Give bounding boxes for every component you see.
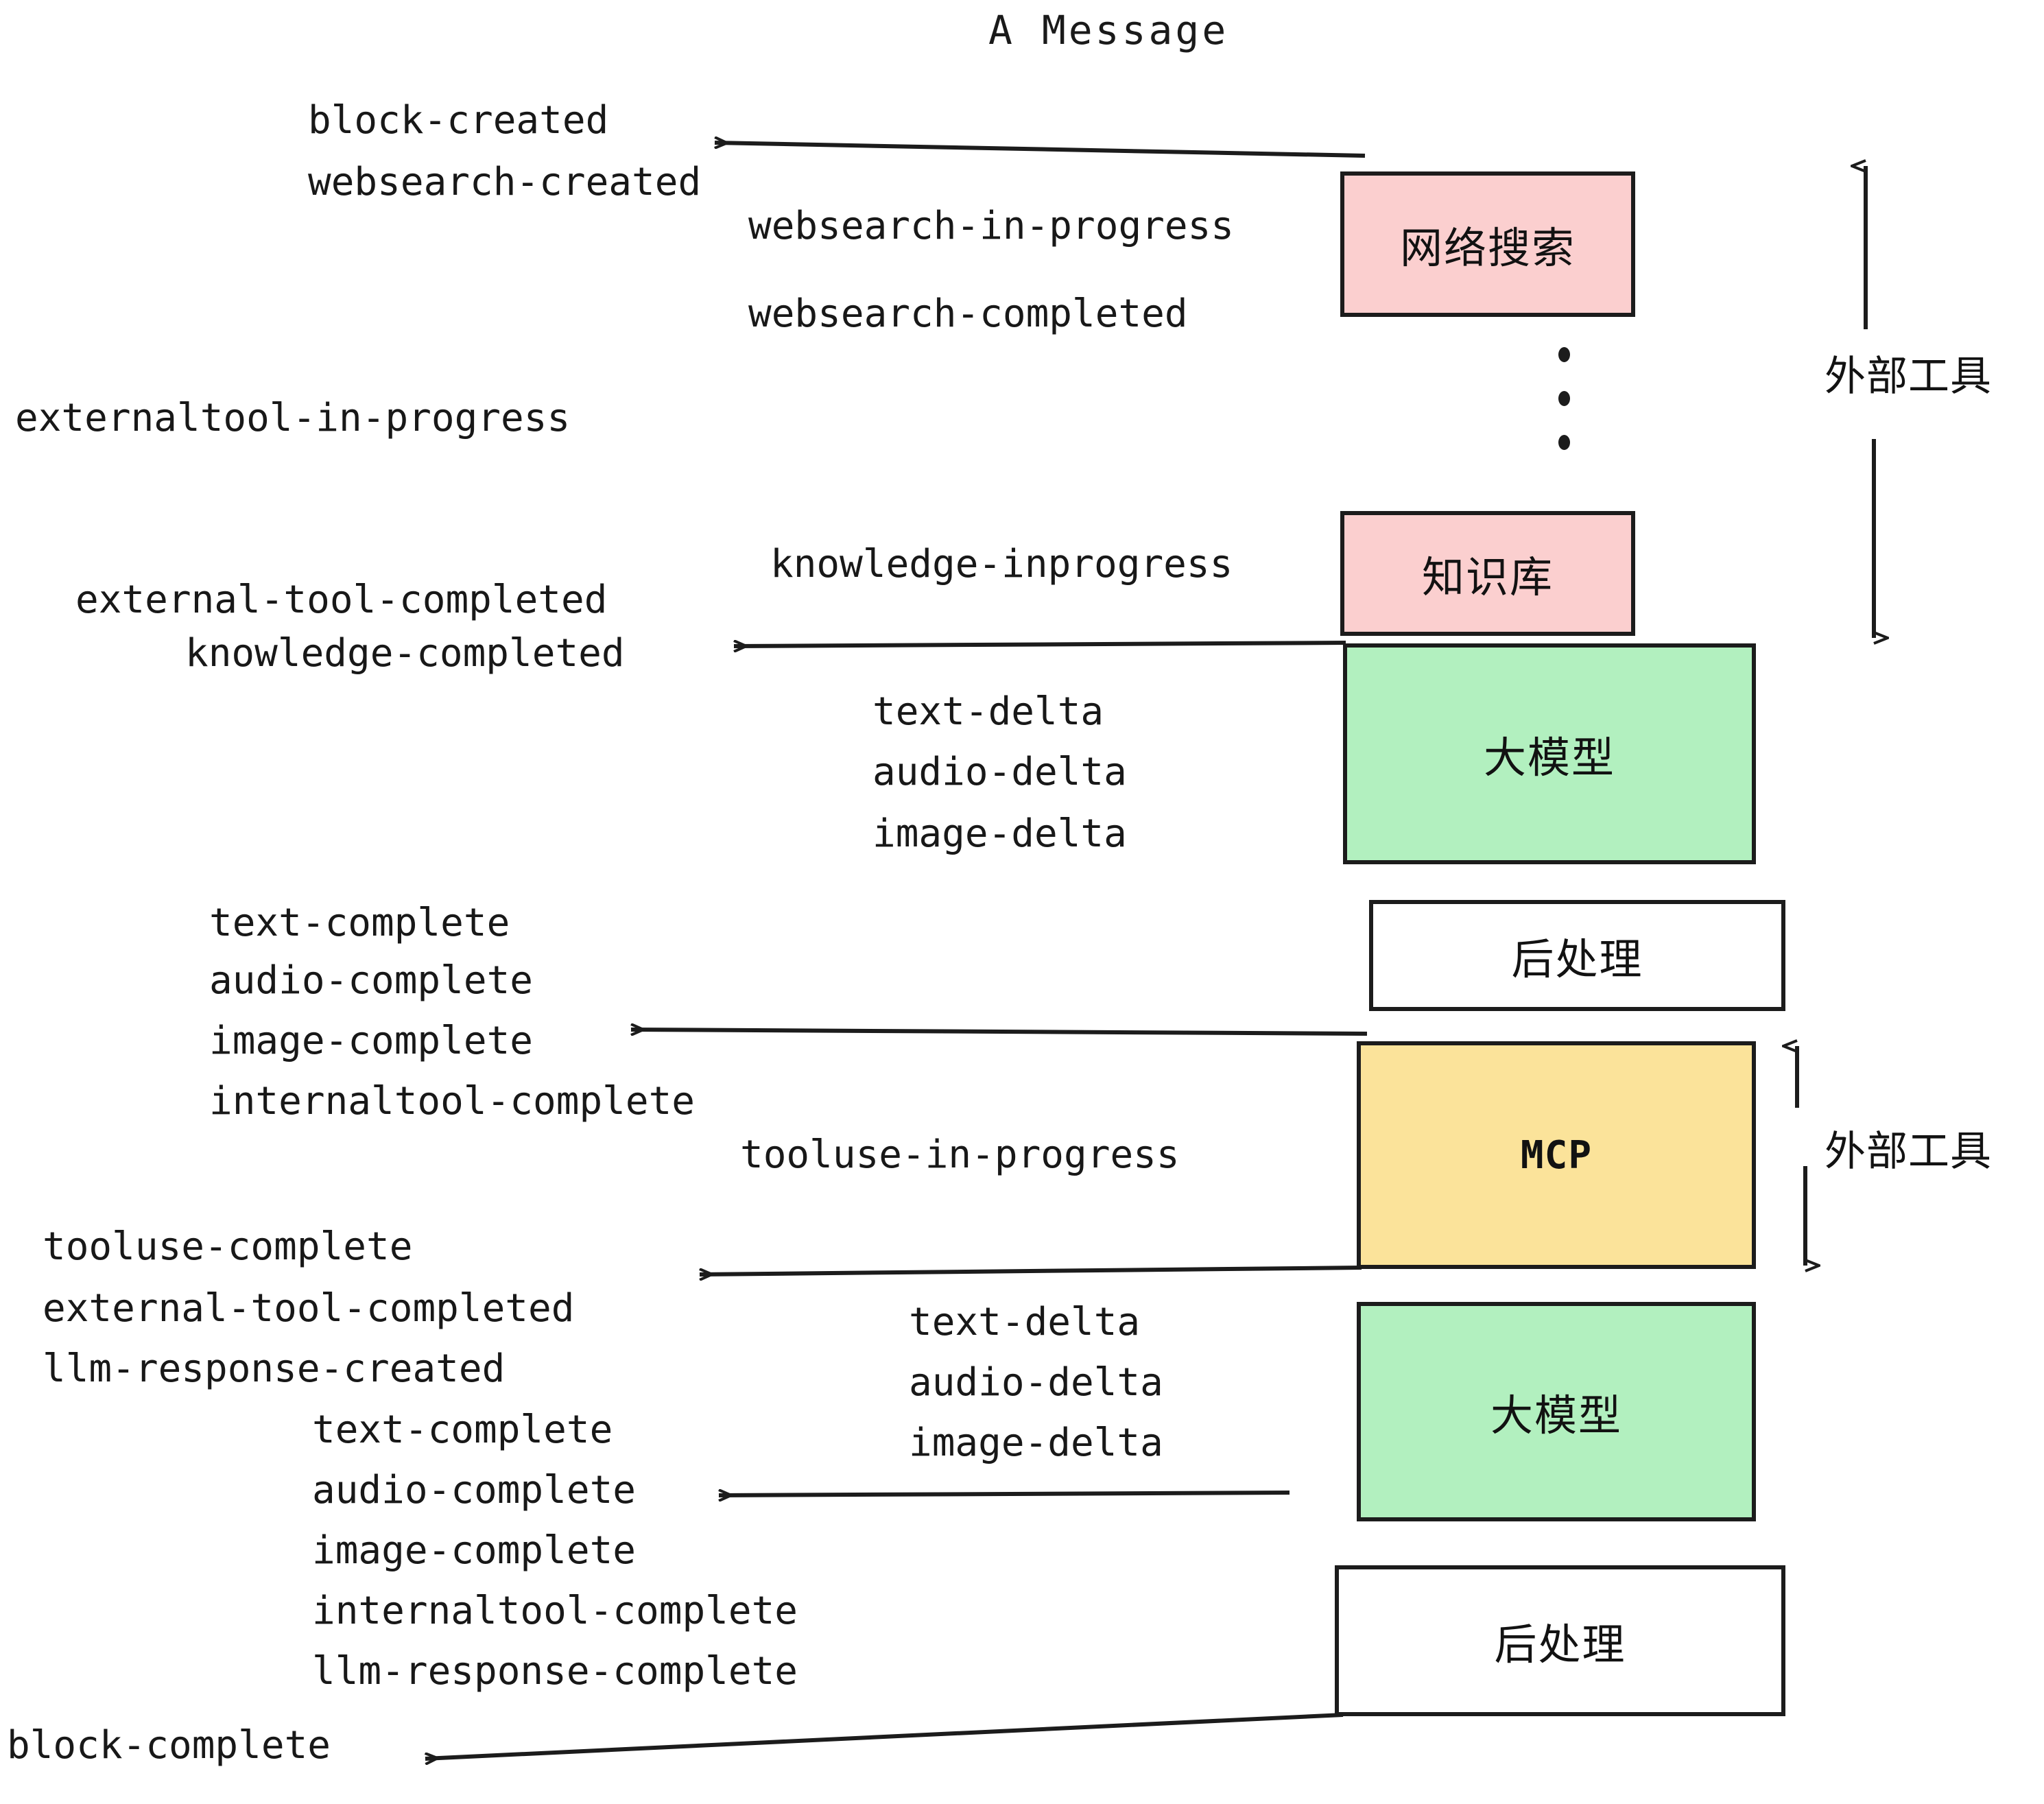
event-websearch-created: websearch-created: [308, 160, 702, 204]
event-external-tool-completed-2: external-tool-completed: [43, 1286, 575, 1331]
event-image-complete-2: image-complete: [312, 1528, 637, 1573]
node-postprocess-2[interactable]: 后处理: [1335, 1565, 1785, 1716]
ellipsis-dots: [1557, 347, 1571, 450]
arrow-postprocess1-to-imagecomplete: [631, 1030, 1368, 1034]
event-text-delta-2: text-delta: [909, 1300, 1141, 1344]
external-tools-bottom-label: 外部工具: [1825, 1128, 1992, 1176]
node-mcp-label: MCP: [1520, 1132, 1593, 1178]
node-llm-1-label: 大模型: [1483, 733, 1615, 783]
event-external-tool-completed-1: external-tool-completed: [75, 578, 608, 622]
event-image-delta-1: image-delta: [872, 811, 1127, 856]
event-internaltool-complete-2: internaltool-complete: [312, 1589, 798, 1633]
event-text-complete-1: text-complete: [209, 901, 510, 945]
event-tooluse-in-progress: tooluse-in-progress: [740, 1132, 1180, 1177]
ellipsis-dot: [1558, 347, 1570, 362]
arrow-knowledge-to-completed: [734, 643, 1346, 646]
event-llm-response-complete: llm-response-complete: [312, 1649, 798, 1694]
event-websearch-completed: websearch-completed: [748, 292, 1188, 336]
event-image-complete-1: image-complete: [209, 1019, 534, 1063]
event-externaltool-in-progress: externaltool-in-progress: [15, 396, 571, 440]
node-postprocess-1[interactable]: 后处理: [1369, 900, 1785, 1011]
node-postprocess-1-label: 后处理: [1511, 934, 1643, 984]
event-knowledge-completed: knowledge-completed: [185, 631, 625, 676]
event-text-complete-2: text-complete: [312, 1408, 613, 1452]
arrow-mcp-to-tooluse-complete: [700, 1266, 1362, 1274]
event-audio-delta-2: audio-delta: [909, 1360, 1163, 1405]
event-block-complete: block-complete: [7, 1723, 331, 1768]
node-postprocess-2-label: 后处理: [1494, 1619, 1626, 1670]
external-tools-top-label: 外部工具: [1825, 353, 1992, 401]
event-audio-delta-1: audio-delta: [872, 750, 1127, 794]
node-knowledge[interactable]: 知识库: [1340, 511, 1635, 636]
event-audio-complete-1: audio-complete: [209, 958, 534, 1003]
page-title: A Message: [988, 7, 1229, 54]
arrow-llm2-to-audiocomplete: [719, 1493, 1290, 1495]
node-llm-2[interactable]: 大模型: [1357, 1302, 1756, 1521]
event-block-created: block-created: [308, 98, 609, 143]
node-llm-2-label: 大模型: [1490, 1390, 1622, 1440]
ellipsis-dot: [1558, 435, 1570, 450]
node-llm-1[interactable]: 大模型: [1343, 643, 1756, 864]
event-image-delta-2: image-delta: [909, 1421, 1163, 1465]
event-audio-complete-2: audio-complete: [312, 1468, 637, 1512]
event-text-delta-1: text-delta: [872, 689, 1104, 734]
event-internaltool-complete-1: internaltool-complete: [209, 1079, 696, 1124]
node-mcp[interactable]: MCP: [1357, 1041, 1756, 1269]
arrow-postprocess2-to-blockcomplete: [425, 1713, 1344, 1759]
node-knowledge-label: 知识库: [1421, 552, 1554, 602]
arrow-websearch-to-blockcreated: [715, 143, 1366, 158]
ellipsis-dot: [1558, 391, 1570, 406]
node-websearch-label: 网络搜索: [1399, 223, 1576, 273]
node-websearch[interactable]: 网络搜索: [1340, 171, 1635, 317]
event-websearch-in-progress: websearch-in-progress: [748, 204, 1235, 248]
event-llm-response-created: llm-response-created: [43, 1346, 506, 1391]
event-knowledge-inprogress: knowledge-inprogress: [770, 542, 1233, 586]
event-tooluse-complete: tooluse-complete: [43, 1224, 413, 1269]
